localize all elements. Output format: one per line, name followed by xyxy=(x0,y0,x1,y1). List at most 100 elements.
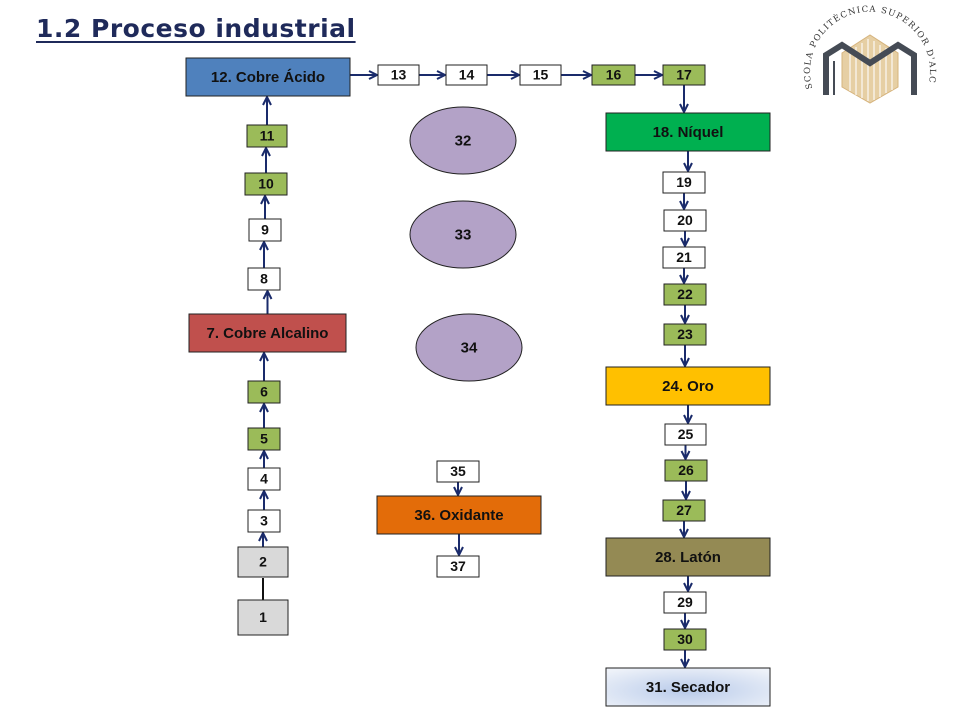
process-step-shape xyxy=(246,124,288,148)
process-step-shape xyxy=(377,64,420,86)
process-step-shape xyxy=(248,218,282,242)
process-step-shape xyxy=(663,591,707,614)
process-step-shape xyxy=(409,106,517,175)
process-step-18: 18. Níquel xyxy=(605,112,771,152)
process-step-5: 5 xyxy=(247,427,281,451)
process-step-36: 36. Oxidante xyxy=(376,495,542,535)
process-step-shape xyxy=(662,499,706,522)
process-step-26: 26 xyxy=(664,459,708,482)
process-step-33: 33 xyxy=(409,200,517,269)
process-step-shape xyxy=(605,112,771,152)
process-step-shape xyxy=(591,64,636,86)
process-step-shape xyxy=(519,64,562,86)
process-step-12: 12. Cobre Ácido xyxy=(185,57,351,97)
process-step-label: 26 xyxy=(678,462,694,478)
process-step-23: 23 xyxy=(663,323,707,346)
process-step-shape xyxy=(247,380,281,404)
nodes: 1 2 34 5 6 7. Cobre Alcalino 8 9 10 11 12. Cobre Á… xyxy=(185,57,771,707)
process-step-28: 28. Latón xyxy=(605,537,771,577)
process-step-shape xyxy=(664,423,707,446)
process-step-17: 17 xyxy=(662,64,706,86)
process-step-shape xyxy=(247,509,281,533)
process-step-label: 5 xyxy=(260,431,268,447)
process-step-shape xyxy=(662,171,706,194)
process-step-label: 18. Níquel xyxy=(653,124,724,141)
process-step-24: 24. Oro xyxy=(605,366,771,406)
process-step-3: 3 xyxy=(247,509,281,533)
process-step-9: 9 xyxy=(248,218,282,242)
process-step-label: 20 xyxy=(677,212,693,228)
process-step-shape xyxy=(188,313,347,353)
process-step-label: 17 xyxy=(676,67,692,83)
process-step-label: 9 xyxy=(261,222,269,238)
process-step-10: 10 xyxy=(244,172,288,196)
process-step-32: 32 xyxy=(409,106,517,175)
process-step-35: 35 xyxy=(436,460,480,483)
process-step-19: 19 xyxy=(662,171,706,194)
process-step-label: 23 xyxy=(677,326,693,342)
process-step-34: 34 xyxy=(415,313,523,382)
process-step-shape xyxy=(247,267,281,291)
process-step-label: 8 xyxy=(260,271,268,287)
process-step-20: 20 xyxy=(663,209,707,232)
process-step-label: 1 xyxy=(259,609,267,625)
process-step-13: 13 xyxy=(377,64,420,86)
process-step-label: 24. Oro xyxy=(662,378,714,395)
process-step-shape xyxy=(605,537,771,577)
process-step-label: 30 xyxy=(677,631,693,647)
process-step-16: 16 xyxy=(591,64,636,86)
process-step-label: 31. Secador xyxy=(646,679,730,696)
process-step-30: 30 xyxy=(663,628,707,651)
process-step-shape xyxy=(663,323,707,346)
page-title: 1.2 Proceso industrial xyxy=(36,14,356,43)
process-step-shape xyxy=(605,667,771,707)
process-step-label: 13 xyxy=(391,67,407,83)
process-step-11: 11 xyxy=(246,124,288,148)
process-step-shape xyxy=(415,313,523,382)
process-step-22: 22 xyxy=(663,283,707,306)
logo-emblem-icon xyxy=(823,34,917,104)
process-step-shape xyxy=(244,172,288,196)
process-step-label: 6 xyxy=(260,384,268,400)
process-step-label: 15 xyxy=(533,67,549,83)
process-step-27: 27 xyxy=(662,499,706,522)
connectors xyxy=(263,75,688,667)
process-step-shape xyxy=(663,209,707,232)
process-step-label: 12. Cobre Ácido xyxy=(211,69,325,86)
process-step-label: 11 xyxy=(260,128,275,144)
process-step-label: 29 xyxy=(677,594,693,610)
process-step-label: 27 xyxy=(676,502,692,518)
process-step-shape xyxy=(237,546,289,578)
process-step-15: 15 xyxy=(519,64,562,86)
process-step-25: 25 xyxy=(664,423,707,446)
process-step-label: 35 xyxy=(450,463,466,479)
process-step-8: 8 xyxy=(247,267,281,291)
process-step-label: 25 xyxy=(678,426,694,442)
process-step-label: 10 xyxy=(258,176,274,192)
process-step-shape xyxy=(664,459,708,482)
process-step-shape xyxy=(605,366,771,406)
process-step-shape xyxy=(663,283,707,306)
process-step-label: 22 xyxy=(677,286,693,302)
process-step-label: 14 xyxy=(459,67,475,83)
process-step-label: 2 xyxy=(259,554,267,570)
process-step-shape xyxy=(185,57,351,97)
process-step-label: 3 xyxy=(260,513,268,529)
process-step-shape xyxy=(436,555,480,578)
process-step-label: 33 xyxy=(455,226,472,243)
school-logo: ESCOLA POLITÈCNICA SUPERIOR D'ALCOI xyxy=(803,4,936,104)
process-step-1: 1 xyxy=(237,599,289,636)
process-step-shape xyxy=(436,460,480,483)
process-step-label: 16 xyxy=(606,67,622,83)
process-step-7: 7. Cobre Alcalino xyxy=(188,313,347,353)
process-step-shape xyxy=(663,628,707,651)
process-step-21: 21 xyxy=(662,246,706,269)
process-step-29: 29 xyxy=(663,591,707,614)
process-step-label: 37 xyxy=(450,558,466,574)
process-step-shape xyxy=(247,467,281,491)
process-step-shape xyxy=(376,495,542,535)
process-step-label: 7. Cobre Alcalino xyxy=(207,325,329,342)
process-step-6: 6 xyxy=(247,380,281,404)
process-step-label: 32 xyxy=(455,132,472,149)
